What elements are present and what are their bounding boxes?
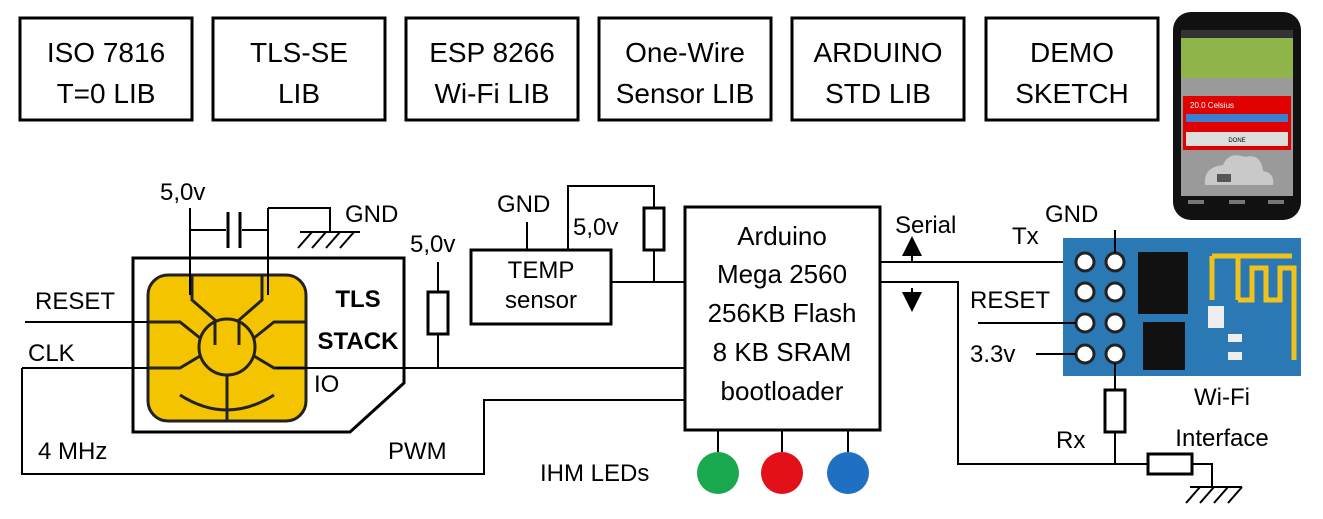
arduino-board: Arduino Mega 2560 256KB Flash 8 KB SRAM … — [683, 205, 882, 432]
serial-link: Serial — [880, 212, 1148, 465]
library-line1: ARDUINO — [813, 37, 942, 68]
led-green — [697, 452, 739, 494]
smartphone-icon: 20.0 Celsius DONE — [1173, 12, 1301, 220]
library-box-demo-sketch: DEMO SKETCH — [984, 16, 1160, 122]
arduino-line5: bootloader — [721, 376, 844, 406]
pwm-label: PWM — [388, 438, 447, 465]
library-line2: Sensor LIB — [616, 78, 755, 109]
serial-label: Serial — [895, 212, 956, 239]
temp-line1: TEMP — [508, 257, 575, 284]
ihm-label: IHM LEDs — [540, 460, 649, 487]
library-boxes: ISO 7816 T=0 LIB TLS-SE LIB ESP 8266 Wi-… — [18, 16, 1160, 122]
library-box-tls-se: TLS-SE LIB — [211, 16, 387, 122]
library-box-one-wire: One-Wire Sensor LIB — [597, 16, 773, 122]
sim-card: TLS STACK — [131, 256, 406, 434]
chip-contacts — [148, 275, 306, 421]
wifi-rx-label: Rx — [1056, 427, 1085, 454]
wifi-wiring: GND Tx RESET 3.3v Rx Wi-Fi Interface — [970, 201, 1269, 504]
library-line1: TLS-SE — [250, 37, 348, 68]
library-line2: Wi-Fi LIB — [434, 78, 549, 109]
arduino-line1: Arduino — [737, 221, 827, 251]
sim-voltage-label: 5,0v — [160, 179, 205, 206]
arduino-line2: Mega 2560 — [717, 259, 847, 289]
clock-label: 4 MHz — [38, 438, 107, 465]
io-pullup-voltage: 5,0v — [410, 231, 455, 258]
tls-stack-line1: TLS — [335, 286, 380, 313]
sim-reset-label: RESET — [35, 288, 115, 315]
library-line2: LIB — [278, 78, 320, 109]
library-line2: SKETCH — [1015, 78, 1129, 109]
wifi-3v3-label: 3.3v — [970, 341, 1015, 368]
phone-reading: 20.0 Celsius — [1190, 101, 1234, 110]
sim-supply: 5,0v GND — [160, 179, 398, 295]
led-red — [761, 452, 803, 494]
led-blue — [827, 452, 869, 494]
sim-clk-label: CLK — [28, 340, 75, 367]
library-box-iso7816: ISO 7816 T=0 LIB — [18, 16, 194, 122]
sim-gnd-label: GND — [345, 201, 398, 228]
ihm-leds: IHM LEDs — [540, 430, 869, 494]
wifi-module — [1063, 238, 1301, 376]
library-line1: DEMO — [1030, 37, 1114, 68]
tls-stack-line2: STACK — [318, 328, 400, 355]
temp-gnd-label: GND — [497, 191, 550, 218]
library-box-esp8266: ESP 8266 Wi-Fi LIB — [404, 16, 580, 122]
wifi-reset-label: RESET — [970, 287, 1050, 314]
library-line2: T=0 LIB — [57, 78, 156, 109]
wifi-tx-label: Tx — [1012, 223, 1039, 250]
arduino-line4: 8 KB SRAM — [713, 337, 852, 367]
sim-io-label: IO — [314, 371, 339, 398]
temp-sensor: GND 5,0v TEMP sensor — [469, 185, 685, 326]
wifi-interface-line2: Interface — [1175, 425, 1268, 452]
wifi-antenna — [1212, 253, 1297, 360]
wifi-interface-line1: Wi-Fi — [1194, 384, 1250, 411]
temp-line2: sensor — [505, 287, 577, 314]
temp-voltage-label: 5,0v — [573, 214, 618, 241]
io-pullup: 5,0v — [410, 231, 455, 368]
arduino-line3: 256KB Flash — [708, 298, 857, 328]
library-line1: ISO 7816 — [47, 37, 165, 68]
phone-done-button: DONE — [1228, 138, 1245, 144]
sim-signals: RESET CLK 4 MHz PWM IO — [21, 288, 685, 475]
library-line1: One-Wire — [625, 37, 745, 68]
library-line1: ESP 8266 — [429, 37, 555, 68]
library-line2: STD LIB — [825, 78, 931, 109]
wifi-gnd-label: GND — [1045, 201, 1098, 228]
library-box-arduino-std: ARDUINO STD LIB — [790, 16, 966, 122]
